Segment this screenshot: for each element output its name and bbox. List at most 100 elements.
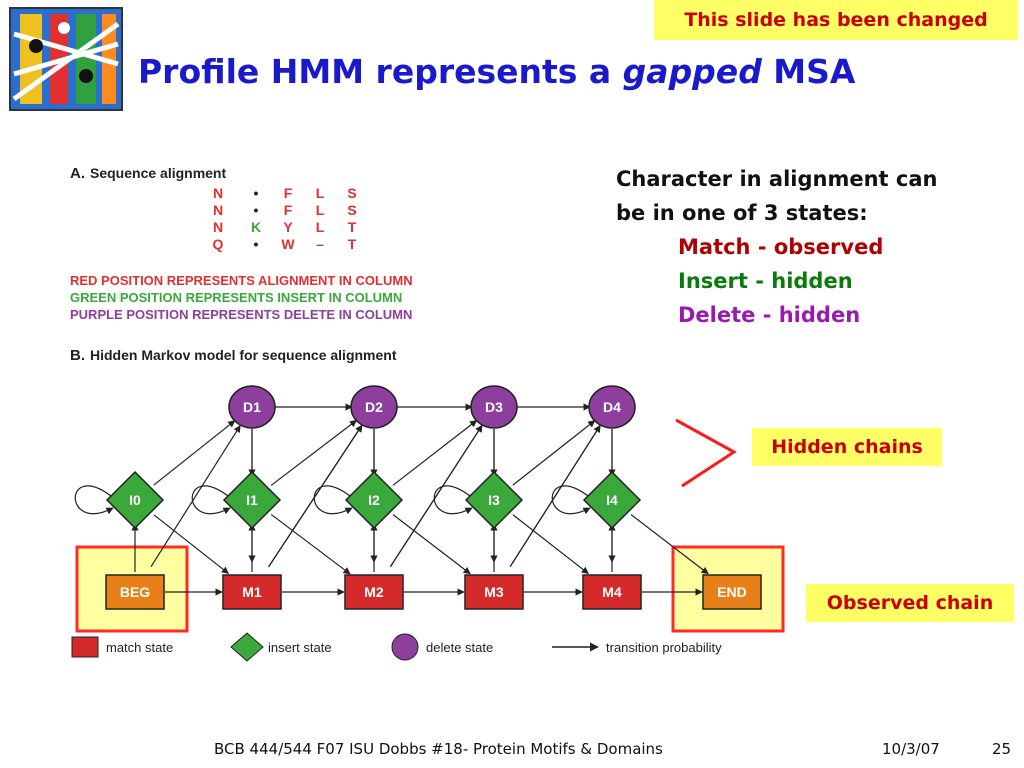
alignment-cell: T (348, 236, 357, 252)
insert-state-label: I1 (246, 492, 258, 508)
section-a-label: A. (70, 165, 85, 182)
insert-state-node (105, 470, 165, 530)
hidden-chains-bracket (675, 418, 737, 488)
delete-state-node (588, 385, 636, 429)
transition-arrow (150, 424, 241, 567)
insert-state-node (582, 470, 642, 530)
self-loop-arrow (191, 485, 231, 515)
self-loop-arrow (74, 485, 114, 515)
insert-state-label: I3 (488, 492, 500, 508)
delete-state-node (228, 385, 276, 429)
alignment-cell: N (213, 185, 223, 201)
transition-arrow (392, 420, 478, 486)
sequence-alignment: N • F L S N • F L S N K Y L T Q • W – T (213, 185, 357, 252)
match-state-label: BEG (120, 584, 150, 600)
clipart-logo-icon (9, 7, 123, 111)
transition-arrow (512, 514, 589, 575)
self-loop-arrow (313, 485, 353, 515)
alignment-cell: S (347, 202, 356, 218)
legend-insert-label: insert state (268, 640, 332, 655)
hidden-chains-callout: Hidden chains (752, 428, 942, 466)
transition-arrow (630, 514, 709, 575)
section-a-title: Sequence alignment (90, 165, 226, 181)
insert-state-label: I2 (368, 492, 380, 508)
match-state-label: END (717, 584, 747, 600)
explanation-line-1: Character in alignment can (616, 167, 938, 191)
alignment-cell: W (281, 236, 295, 252)
transition-arrow (509, 424, 601, 568)
insert-state-node (464, 470, 524, 530)
alignment-cell: N (213, 219, 223, 235)
transition-arrow (268, 424, 363, 568)
legend-transition-label: transition probability (606, 640, 722, 655)
title-text-italic: gapped (622, 52, 762, 91)
alignment-cell: L (316, 202, 325, 218)
transition-arrow (153, 420, 236, 486)
legend-red-text: RED POSITION REPRESENTS ALIGNMENT IN COL… (70, 273, 413, 288)
alignment-cell: Q (213, 236, 224, 252)
self-loop-arrow (433, 485, 473, 515)
alignment-cell: F (284, 202, 293, 218)
alignment-cell: L (316, 185, 325, 201)
alignment-cell: Y (283, 219, 293, 235)
match-state-node (105, 574, 165, 610)
section-b-title: Hidden Markov model for sequence alignme… (90, 347, 397, 363)
transition-arrow (270, 419, 358, 486)
footer-page-number: 25 (992, 740, 1012, 758)
legend-match-label: match state (106, 640, 173, 655)
delete-state-label: D1 (243, 399, 261, 415)
alignment-cell: T (348, 219, 357, 235)
explanation-line-2: be in one of 3 states: (616, 201, 868, 225)
footer-course-info: BCB 444/544 F07 ISU Dobbs #18- Protein M… (214, 740, 663, 758)
alignment-cell: • (254, 202, 259, 218)
transition-arrow (153, 514, 229, 574)
delete-state-label: D2 (365, 399, 383, 415)
alignment-cell: • (254, 185, 259, 201)
delete-state-label: D4 (603, 399, 621, 415)
legend-purple-text: PURPLE POSITION REPRESENTS DELETE IN COL… (70, 307, 412, 322)
insert-state-node (222, 470, 282, 530)
changed-banner: This slide has been changed (654, 0, 1018, 40)
legend-delete-icon (391, 633, 419, 661)
match-state-label: M2 (364, 584, 384, 600)
match-state-node (464, 574, 524, 610)
alignment-cell: L (316, 219, 325, 235)
transition-arrow (389, 424, 483, 568)
match-state-node (344, 574, 404, 610)
transition-arrow (392, 514, 471, 575)
hmm-figure: A. Sequence alignment N • F L S N • F L S N K Y L T Q • W… (70, 165, 785, 662)
slide-title: Profile HMM represents a gapped MSA (138, 52, 855, 91)
footer-date: 10/3/07 (882, 740, 940, 758)
title-text-part1: Profile HMM represents a (138, 52, 623, 91)
transition-arrow (512, 420, 596, 486)
delete-state-node (470, 385, 518, 429)
delete-state-label: Delete - hidden (678, 303, 861, 327)
legend-delete-label: delete state (426, 640, 493, 655)
alignment-cell: • (254, 236, 259, 252)
alignment-cell: N (213, 202, 223, 218)
match-state-label: M1 (242, 584, 262, 600)
alignment-cell: S (347, 185, 356, 201)
match-state-node (702, 574, 762, 610)
match-state-node (222, 574, 282, 610)
states-explanation: Character in alignment can be in one of … (616, 162, 937, 332)
match-state-label: Match - observed (678, 235, 884, 259)
insert-state-label: I4 (606, 492, 618, 508)
section-b-label: B. (70, 347, 85, 364)
self-loop-arrow (551, 485, 591, 515)
observed-chain-callout: Observed chain (806, 584, 1014, 622)
legend-match-icon (71, 636, 99, 658)
alignment-cell: – (316, 236, 324, 252)
alignment-cell: K (251, 219, 261, 235)
match-state-label: M3 (484, 584, 504, 600)
match-state-node (582, 574, 642, 610)
delete-state-node (350, 385, 398, 429)
match-state-label: M4 (602, 584, 622, 600)
delete-state-label: D3 (485, 399, 503, 415)
title-text-part2: MSA (761, 52, 856, 91)
insert-state-label: I0 (129, 492, 141, 508)
legend-green-text: GREEN POSITION REPRESENTS INSERT IN COLU… (70, 290, 402, 305)
transition-arrow (270, 513, 351, 575)
alignment-cell: F (284, 185, 293, 201)
insert-state-label: Insert - hidden (678, 269, 853, 293)
